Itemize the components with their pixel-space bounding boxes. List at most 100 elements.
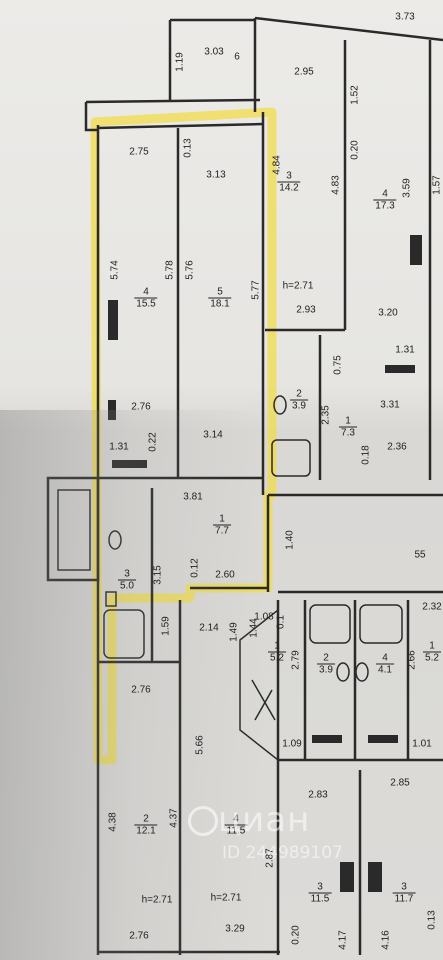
wall-tr-top [254,16,443,42]
dimension-label: 0.20 [349,140,361,160]
dimension-label: 2.75 [129,146,149,158]
dimension-label: 4.84 [271,155,283,175]
dimension-label: h=2.71 [282,280,314,292]
bathtub-c2 [359,604,403,644]
dimension-label: 4.17 [337,930,349,950]
toilet-c2 [355,662,369,682]
dimension-label: 3.29 [225,923,245,935]
tub-small [271,439,311,477]
dimension-label: 0.20 [290,925,302,945]
dimension-label: 0.13 [182,138,194,158]
dimension-label: 6 [234,51,240,63]
dimension-label: 2.95 [294,66,314,78]
dimension-label: 0.12 [189,558,201,578]
dimension-label: 4.37 [168,808,180,828]
dimension-label: 0.18 [360,445,372,465]
bathtub-left [103,609,145,659]
watermark-brand: циан [218,800,311,840]
dimension-label: 5.76 [184,260,196,280]
wall-balcony [46,476,100,582]
dimension-label: 2.76 [129,930,149,942]
dimension-label: h=2.71 [141,894,173,906]
dimension-label: 0.75 [332,355,344,375]
dimension-label: 1.31 [395,344,415,356]
dimension-label: 3.81 [183,491,203,503]
dimension-label: 1.40 [284,530,296,550]
dimension-label: 1.59 [160,616,172,636]
dimension-label: 1.19 [174,52,186,72]
dimension-label: 2.35 [320,405,332,425]
radiator-5 [368,862,382,892]
toilet-left [108,530,122,550]
dimension-label: 1.52 [349,85,361,105]
watermark-logo-icon [188,806,218,836]
dimension-label: 2.79 [290,650,302,670]
dimension-label: 2.76 [131,401,151,413]
dimension-label: 1.31 [109,441,129,453]
dimension-label: 1.57 [431,175,443,195]
dimension-label: 2.93 [296,304,316,316]
dimension-label: 3.14 [203,429,223,441]
dimension-label: 2.14 [199,622,219,634]
dimension-label: h=2.71 [210,892,242,904]
vent-2 [385,365,415,373]
dimension-label: 3.59 [401,178,413,198]
dimension-label: 4.16 [380,930,392,950]
dimension-label: 3.20 [378,307,398,319]
wall-top [85,98,261,104]
dimension-label: 0.22 [147,432,159,452]
wall-top-left [84,102,98,132]
dimension-label: 1.08 [254,611,274,623]
dimension-label: 4.38 [107,812,119,832]
radiator-3 [410,235,422,265]
dimension-label: 3.13 [206,169,226,181]
toilet-small [273,395,287,415]
dimension-label: 5.66 [194,735,206,755]
watermark-id: ID 244989107 [222,843,343,863]
wall-top-5 [97,122,264,130]
radiator-4 [340,862,354,892]
bathtub-c1 [309,604,351,644]
sink-left [105,591,117,607]
dimension-label: 2.83 [308,789,328,801]
dimension-label: 3.15 [152,565,164,585]
toilet-c1 [336,662,350,682]
stair-outline [239,608,279,762]
dimension-label: 2.66 [406,650,418,670]
dimension-label: 5.74 [109,260,121,280]
dimension-label: 55 [414,549,426,561]
radiator-1 [108,300,118,340]
dimension-label: 3.03 [204,46,224,58]
dimension-label: 2.32 [422,601,442,613]
dimension-label: 2.60 [215,569,235,581]
dimension-label: 0.1 [275,615,287,629]
dimension-label: 3.73 [395,11,415,23]
vent-3 [368,735,398,743]
dimension-label: 3.31 [380,399,400,411]
dimension-label: 2.76 [131,684,151,696]
vent-1 [112,460,147,468]
stair-line [251,679,276,721]
dimension-label: 5.78 [164,260,176,280]
dimension-label: 1.49 [228,622,240,642]
wall-balcony-inner [57,489,91,571]
vent-4 [312,735,342,743]
dimension-label: 2.85 [390,777,410,789]
